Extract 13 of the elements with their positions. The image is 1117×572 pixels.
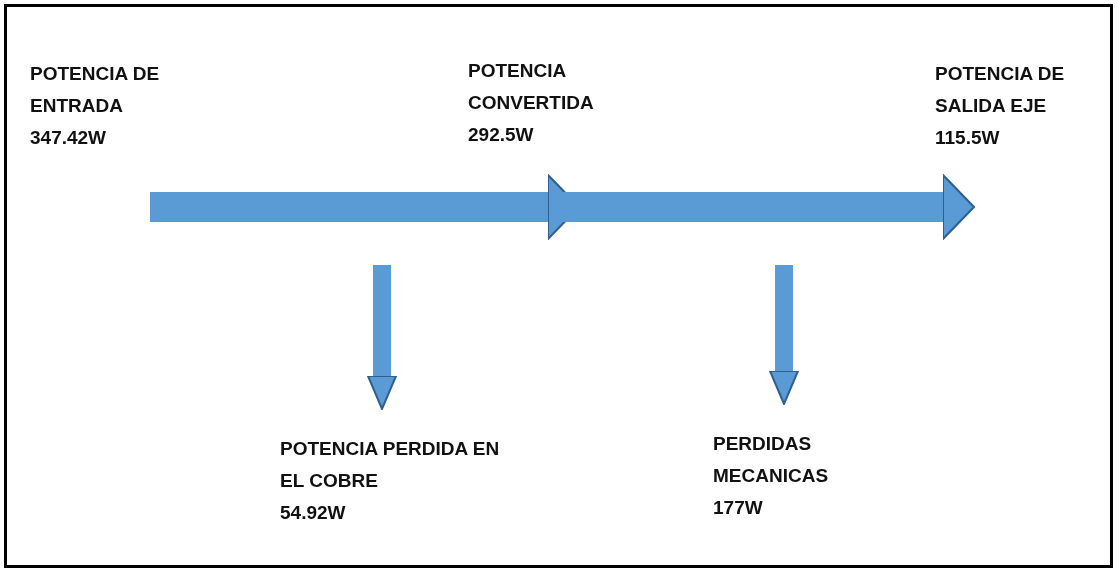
power-value: 115.5W — [935, 126, 1001, 150]
power-value: 292.5W — [468, 123, 535, 147]
power-value: 177W — [713, 496, 764, 520]
power-value: 347.42W — [30, 126, 108, 150]
power-heading: POTENCIA DE ENTRADA — [30, 62, 161, 118]
power-heading: POTENCIA PERDIDA EN EL COBRE — [280, 437, 501, 493]
power-heading: POTENCIA CONVERTIDA — [468, 59, 595, 115]
power-heading: POTENCIA DE SALIDA EJE — [935, 62, 1066, 118]
block-arrow — [560, 174, 975, 240]
block-arrow — [769, 265, 799, 405]
power-value: 54.92W — [280, 501, 347, 525]
block-arrow — [367, 265, 397, 410]
power-heading: PERDIDAS MECANICAS — [713, 432, 830, 488]
